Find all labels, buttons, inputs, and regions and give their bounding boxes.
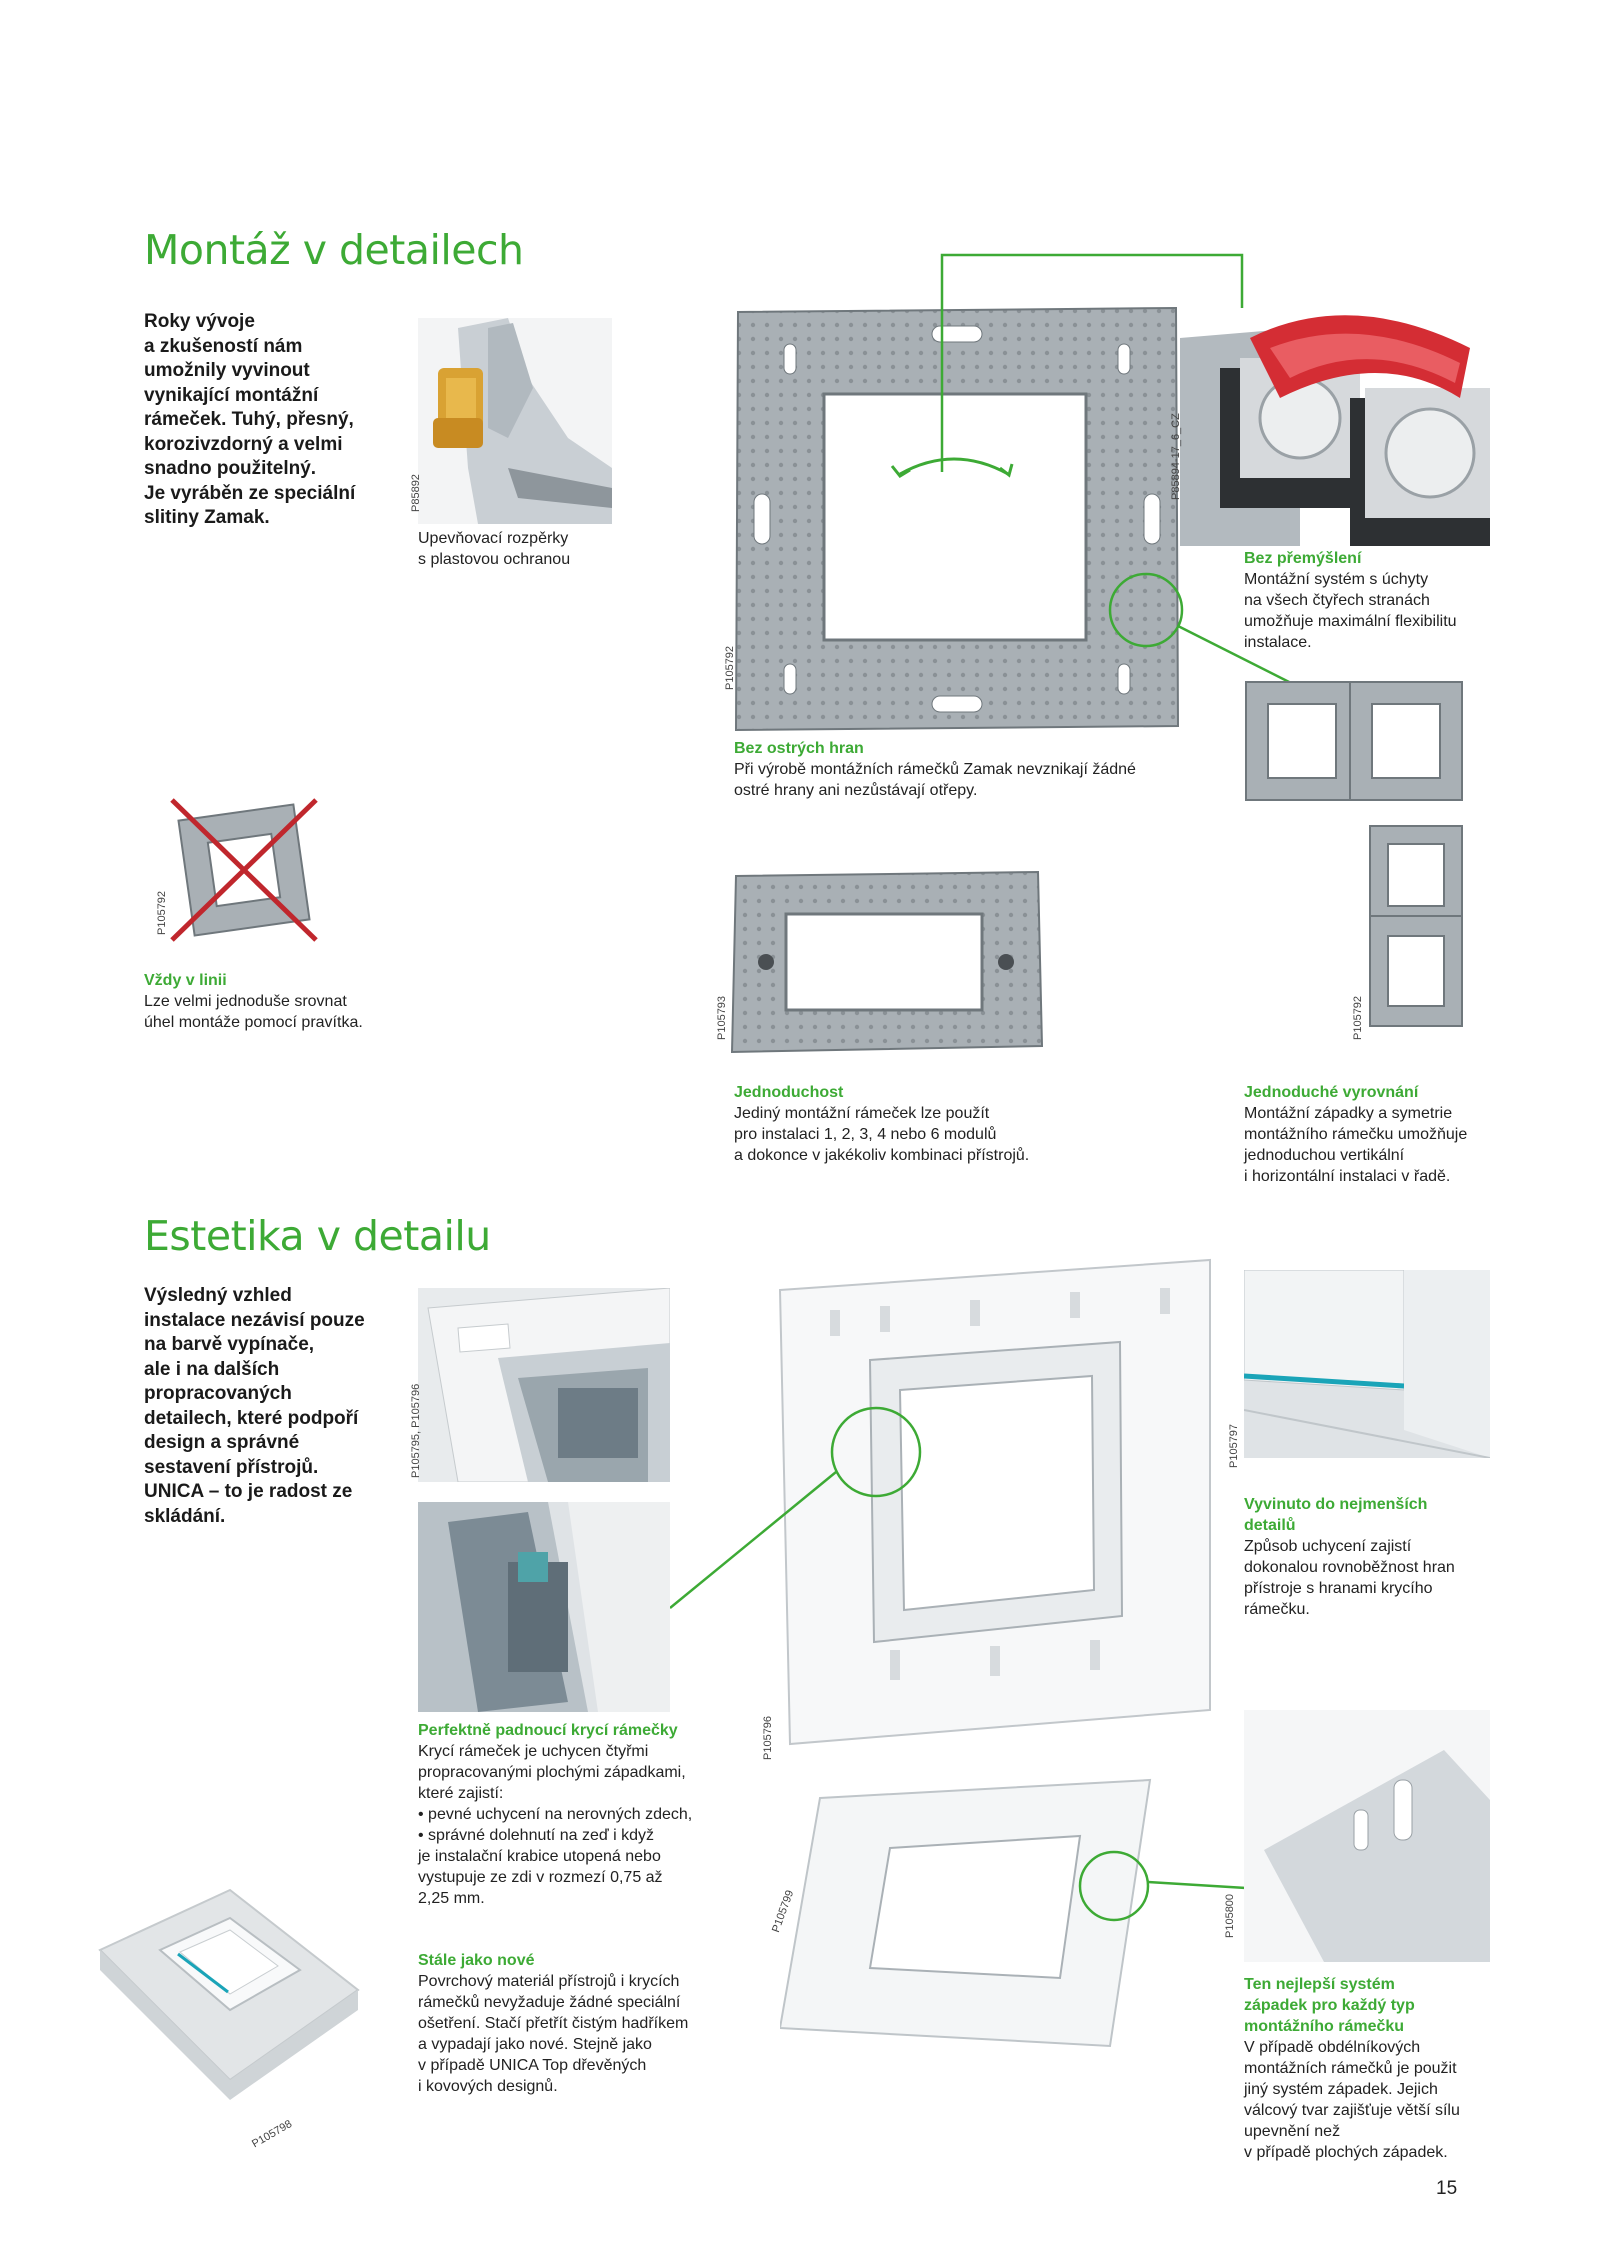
spacers-photo xyxy=(418,318,612,524)
caption-ten-nejlepsi: Ten nejlepší systém západek pro každý ty… xyxy=(1244,1976,1460,2161)
frame-detail-photo-top xyxy=(418,1288,670,1482)
photo-code: P85892 xyxy=(410,474,422,512)
rectangular-metal-frame-photo xyxy=(724,866,1050,1056)
caption-bez-ostrych-hran: Bez ostrých hran Při výrobě montážních r… xyxy=(734,740,1136,799)
clip-socket-photo xyxy=(1180,308,1490,546)
photo-code: P105798 xyxy=(250,2117,295,2151)
callout-circle-rect xyxy=(1078,1850,1247,1922)
callout-circle xyxy=(1108,572,1296,687)
frame-detail-photo-bottom xyxy=(418,1502,670,1712)
cover-frame-rect-photo xyxy=(780,1778,1160,2048)
photo-code: P105792 xyxy=(724,645,736,690)
photo-code: P105795, P105796 xyxy=(410,1383,422,1478)
caption-stale: Stále jako nové Povrchový materiál příst… xyxy=(418,1952,689,2095)
section-heading-montaz: Montáž v detailech xyxy=(144,226,524,274)
section-heading-estetika: Estetika v detailu xyxy=(144,1212,491,1260)
frames-row-column-photo xyxy=(1244,680,1464,1046)
latch-closeup-photo xyxy=(1244,1710,1490,1962)
photo-code: P85894-17_6_CZ xyxy=(1170,413,1182,500)
cover-frame-big-photo xyxy=(770,1250,1220,1746)
caption-jednoduchost: Jednoduchost Jediný montážní rámeček lze… xyxy=(734,1084,1030,1164)
page-number: 15 xyxy=(1436,2178,1458,2199)
caption-vzdy-v-linii: Vždy v linii Lze velmi jednoduše srovnat… xyxy=(144,972,363,1031)
photo-code: P105793 xyxy=(716,995,728,1040)
metal-frame-main-photo xyxy=(732,304,1182,734)
photo-code: P105800 xyxy=(1224,1893,1236,1938)
caption-perfektne: Perfektně padnoucí krycí rámečky Krycí r… xyxy=(418,1722,693,1907)
photo-code: P105797 xyxy=(1228,1423,1240,1468)
photo-code: P105792 xyxy=(156,890,168,935)
caption-jednoduche-vyrovnani: Jednoduché vyrovnání Montážní západky a … xyxy=(1244,1084,1468,1185)
switch-small-photo xyxy=(90,1880,360,2120)
connector-line xyxy=(940,253,1244,472)
photo-code: P105792 xyxy=(1352,995,1364,1040)
caption-vyvinuto: Vyvinuto do nejmenších detailů Způsob uc… xyxy=(1244,1496,1455,1618)
crossed-frame-photo xyxy=(164,790,324,950)
callout-circle-frame xyxy=(670,1406,922,1609)
switch-closeup-photo xyxy=(1244,1270,1490,1458)
photo-code: P105796 xyxy=(762,1715,774,1760)
